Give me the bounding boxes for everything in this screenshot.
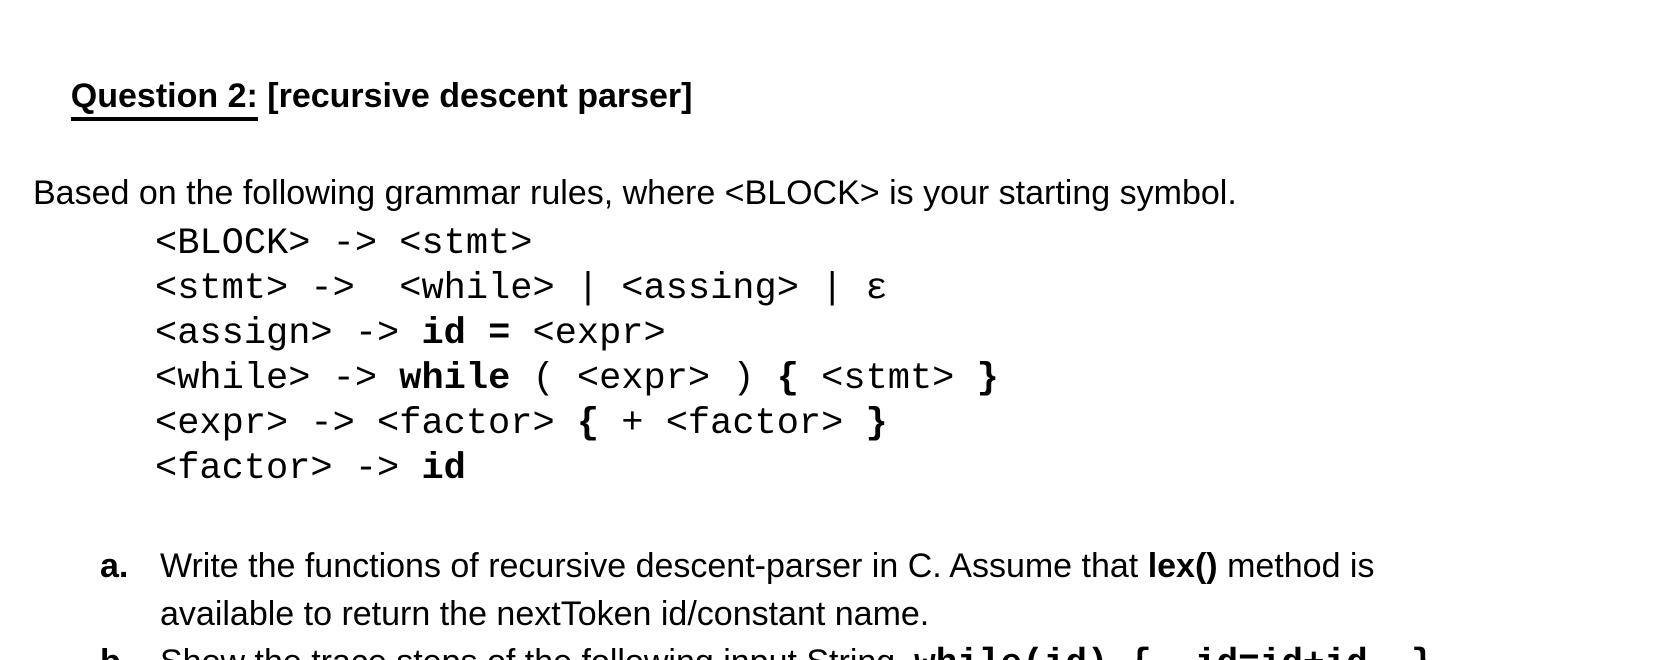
text-segment: while	[399, 358, 511, 400]
text-segment: id	[421, 448, 466, 490]
text-segment: <expr>	[532, 313, 666, 355]
text-segment: + <factor>	[599, 403, 866, 445]
grammar-rule-line: <expr> -> <factor> { + <factor> }	[155, 402, 1652, 447]
text-segment: <stmt>	[798, 358, 977, 400]
text-segment: <assign> ->	[155, 313, 422, 355]
text-segment: id =	[421, 313, 533, 355]
text-segment: lex()	[1147, 547, 1218, 585]
text-segment: method is	[1217, 547, 1375, 585]
grammar-rule-line: <BLOCK> -> <stmt>	[155, 222, 1652, 267]
text-segment: ( <expr> )	[510, 358, 777, 400]
text-segment: }	[976, 358, 999, 400]
text-segment: Write the functions of recursive descent…	[160, 547, 1148, 585]
grammar-rule-line: <stmt> -> <while> | <assing> | ε	[155, 267, 1652, 312]
question-item-marker: a.	[100, 547, 129, 585]
question-list: a. Write the functions of recursive desce…	[33, 542, 1652, 660]
question-item: b.Show the trace steps of the following …	[100, 638, 1652, 660]
grammar-rule-line: <while> -> while ( <expr> ) { <stmt> }	[155, 357, 1652, 402]
question-item-text: Show the trace steps of the following in…	[160, 638, 1652, 660]
question-item-line: Write the functions of recursive descent…	[160, 542, 1652, 590]
question-number: Question 2:	[70, 75, 258, 121]
question-item-marker: b.	[100, 638, 160, 660]
text-segment: available to return the nextToken id/con…	[160, 595, 930, 633]
text-segment: }	[865, 403, 888, 445]
question-title: Question 2: [recursive descent parser]	[33, 24, 1652, 169]
text-segment: <BLOCK> -> <stmt>	[155, 223, 533, 265]
question-item-line: available to return the nextToken id/con…	[160, 590, 1652, 638]
text-segment: Show the trace steps of the following in…	[160, 643, 914, 660]
question-item-line: Show the trace steps of the following in…	[160, 638, 1652, 660]
text-segment: <while> ->	[155, 358, 400, 400]
grammar-block: <BLOCK> -> <stmt><stmt> -> <while> | <as…	[155, 222, 1652, 492]
text-segment: {	[776, 358, 799, 400]
question-item: a. Write the functions of recursive desce…	[100, 542, 1652, 638]
text-segment: <stmt> -> <while> | <assing> | ε	[155, 268, 888, 310]
text-segment: <expr> -> <factor>	[155, 403, 577, 445]
text-segment: {	[576, 403, 600, 445]
grammar-rule-line: <assign> -> id = <expr>	[155, 312, 1652, 357]
question-item-text: Write the functions of recursive descent…	[160, 542, 1652, 638]
question-topic: [recursive descent parser]	[257, 77, 693, 115]
text-segment: <factor> ->	[155, 448, 422, 490]
grammar-rule-line: <factor> -> id	[155, 447, 1652, 492]
text-segment: while(id) { id=id+id }	[914, 643, 1432, 660]
intro-text: Based on the following grammar rules, wh…	[33, 174, 1237, 212]
